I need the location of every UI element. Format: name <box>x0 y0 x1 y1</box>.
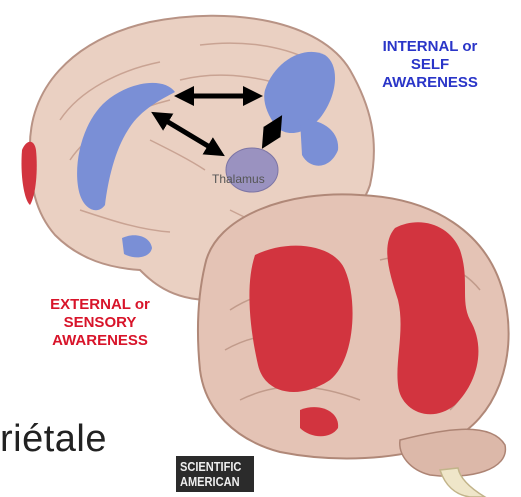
internal-awareness-label: INTERNAL or SELF AWARENESS <box>355 38 505 92</box>
external-label-line-1: EXTERNAL or <box>20 296 180 314</box>
lateral-frontal-region <box>249 246 352 392</box>
internal-label-line-2: SELF <box>355 56 505 74</box>
logo-line-1: SCIENTIFIC <box>180 459 240 474</box>
external-awareness-label: EXTERNAL or SENSORY AWARENESS <box>20 296 180 350</box>
scientific-american-logo: SCIENTIFIC AMERICAN <box>176 456 254 492</box>
external-label-line-3: AWARENESS <box>20 332 180 350</box>
thalamus-label: Thalamus <box>212 172 265 186</box>
external-label-line-2: SENSORY <box>20 314 180 332</box>
logo-line-2: AMERICAN <box>180 474 240 489</box>
internal-label-line-1: INTERNAL or <box>355 38 505 56</box>
slide-text-fragment: riétale <box>0 418 107 461</box>
internal-label-line-3: AWARENESS <box>355 74 505 92</box>
